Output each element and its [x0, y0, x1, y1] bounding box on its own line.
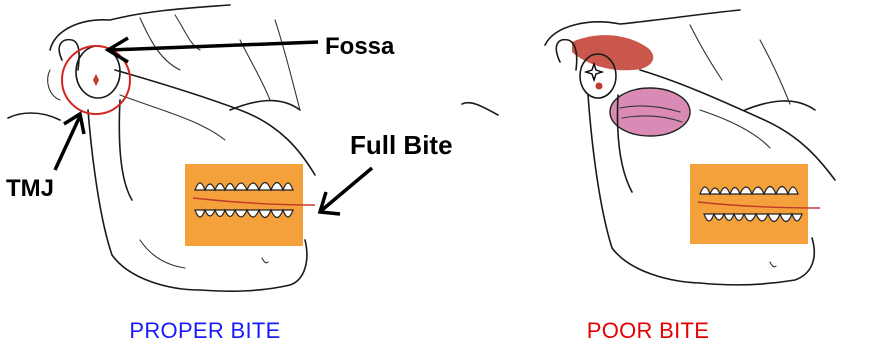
poor-bite-caption: POOR BITE — [548, 318, 748, 344]
poor-bite-highlight-band — [690, 164, 808, 244]
tmj-arrow — [55, 114, 84, 170]
full-bite-arrow — [320, 168, 372, 214]
full-bite-label: Full Bite — [350, 130, 453, 160]
tmj-label: TMJ — [6, 175, 54, 202]
poor-bite-skull-illustration — [462, 10, 835, 285]
pterygoid-muscle — [610, 88, 690, 136]
condyle-center-marker — [93, 74, 99, 86]
temporal-muscle — [572, 35, 653, 70]
condyle-position-marker — [596, 83, 603, 90]
proper-bite-caption: PROPER BITE — [105, 318, 305, 344]
fossa-label: Fossa — [325, 33, 395, 60]
